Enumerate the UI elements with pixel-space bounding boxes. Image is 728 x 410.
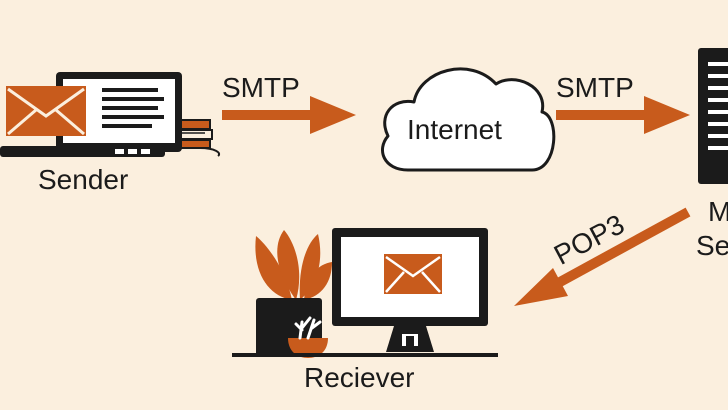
desk-line <box>232 353 498 357</box>
sender-envelope-icon <box>6 86 86 136</box>
smtp-label-2: SMTP <box>556 72 634 103</box>
smtp-label-1: SMTP <box>222 72 300 103</box>
mail-server-icon <box>698 48 728 184</box>
mail-server-label-line2: Se <box>696 230 728 261</box>
receiver-label: Reciever <box>304 362 415 393</box>
sender-label: Sender <box>38 164 129 195</box>
mail-server-label-line1: M <box>708 196 728 227</box>
internet-label: Internet <box>407 114 502 145</box>
receiver-envelope-icon <box>384 254 442 294</box>
smtp-arrow-2 <box>556 96 690 134</box>
pop3-arrow <box>514 207 691 306</box>
sender-laptop-icon <box>0 72 220 157</box>
plant-icon <box>255 230 332 358</box>
internet-cloud-icon <box>381 67 556 172</box>
smtp-arrow-1 <box>222 96 356 134</box>
